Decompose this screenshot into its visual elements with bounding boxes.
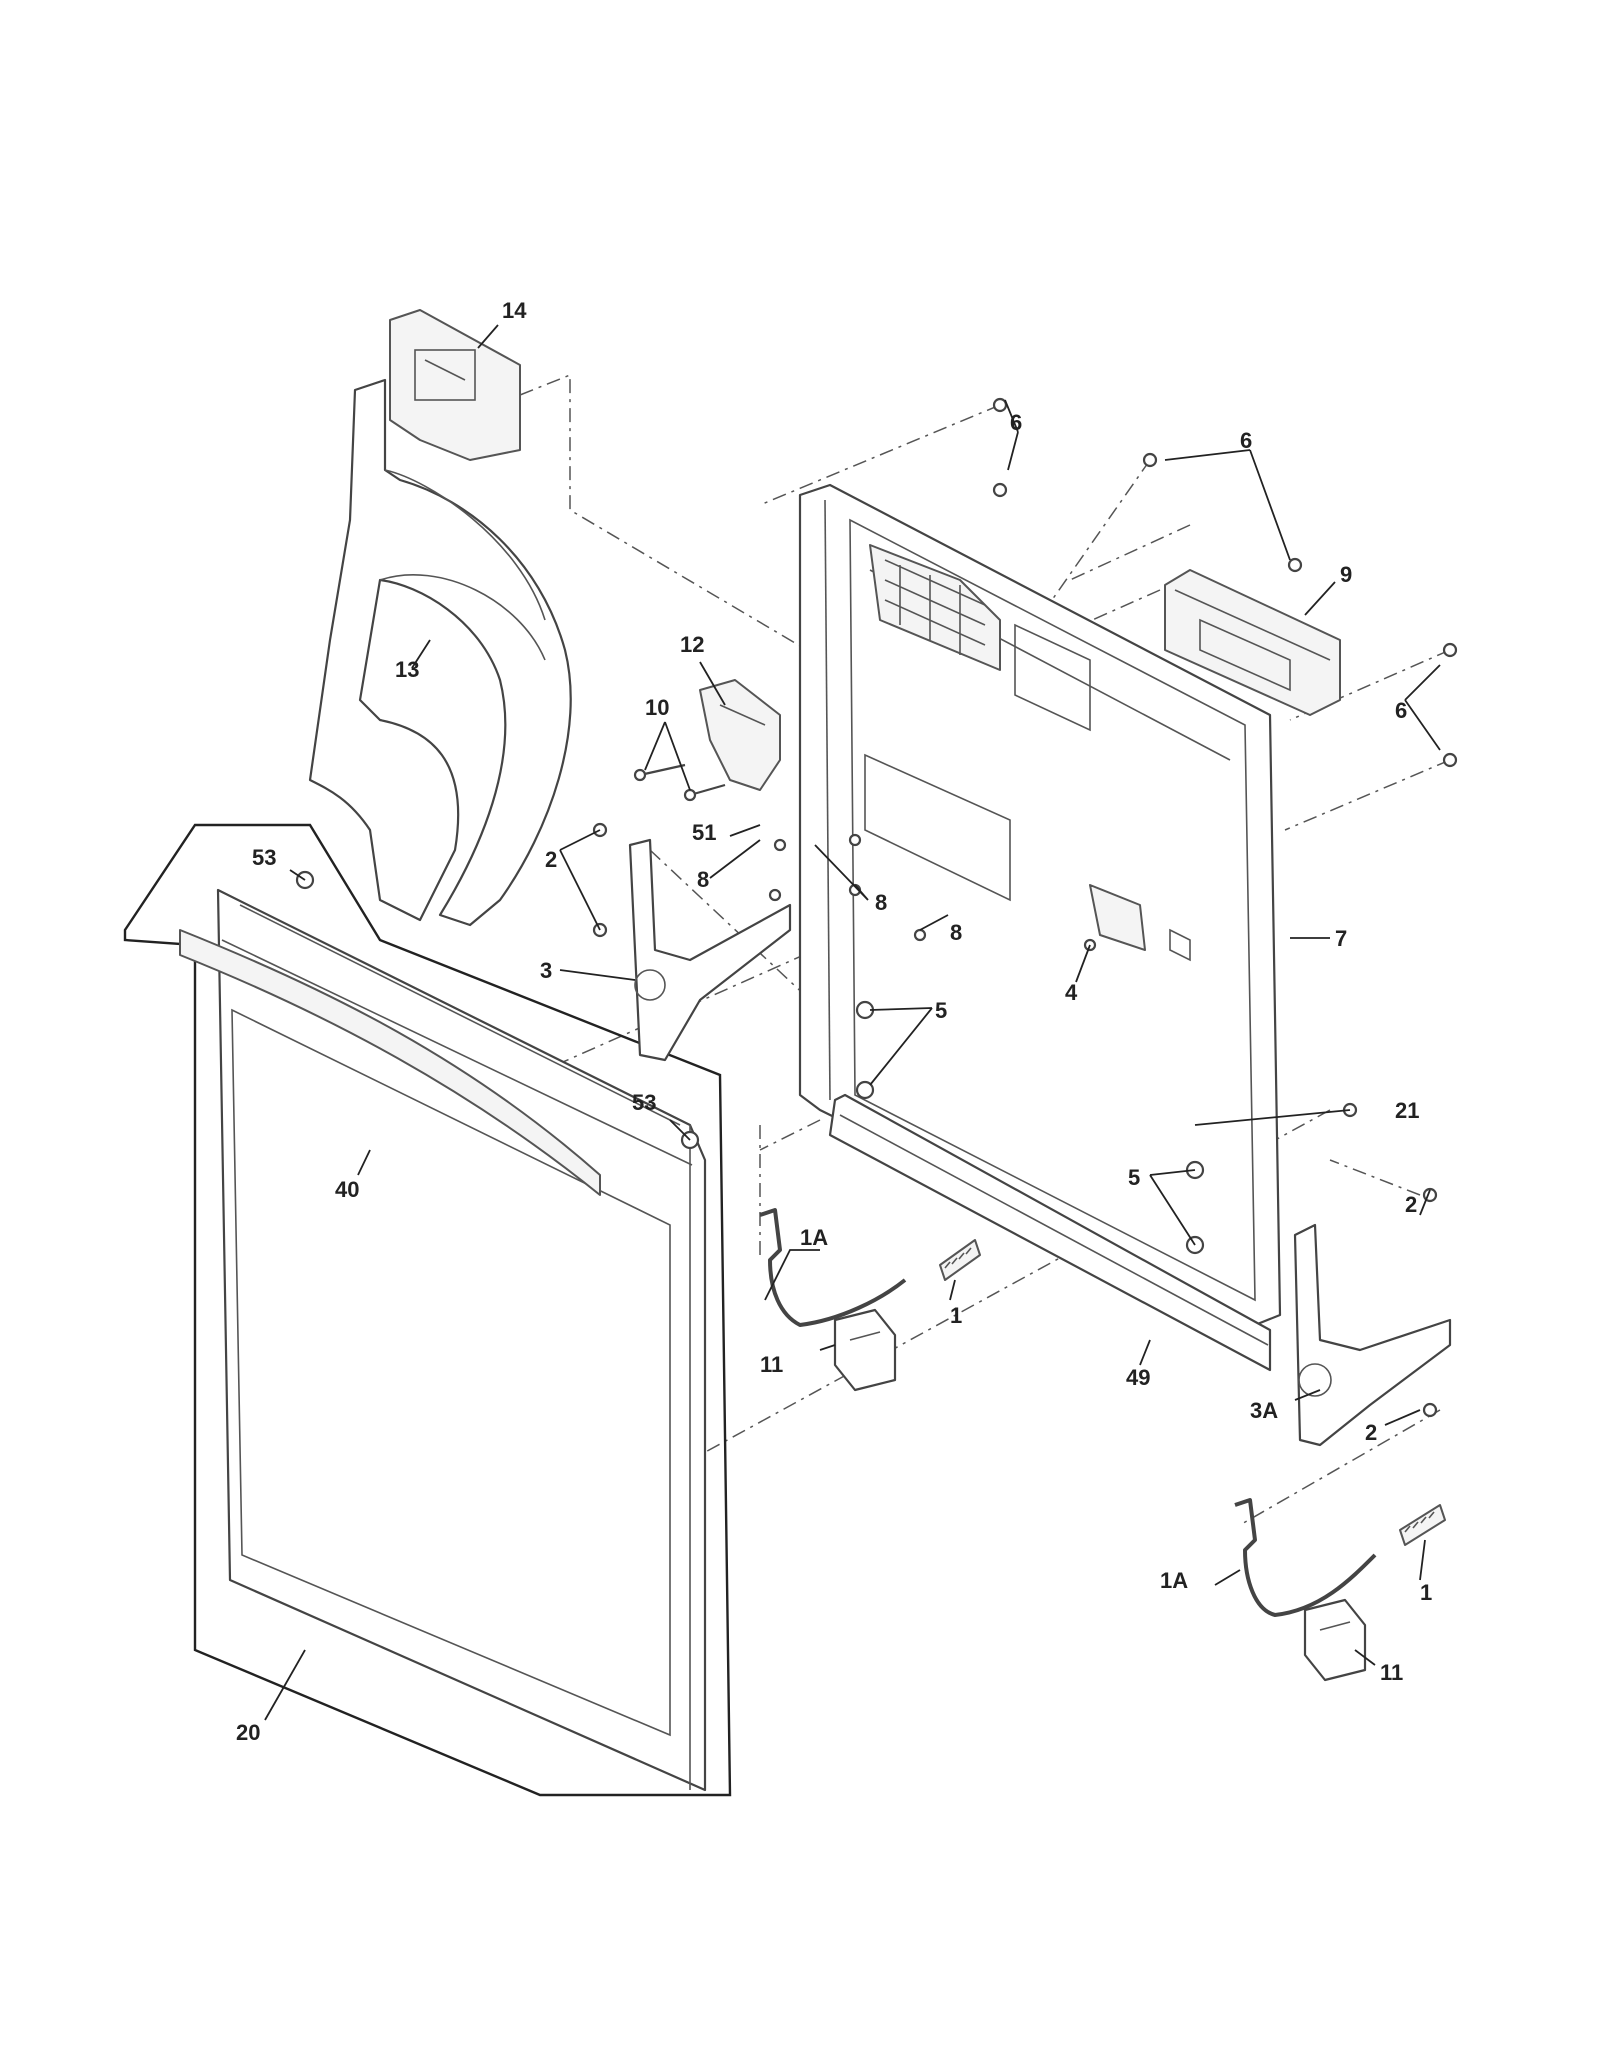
door-assembly-outline <box>123 823 732 1797</box>
callout-5a: 5 <box>935 998 947 1023</box>
callout-4: 4 <box>1065 980 1078 1005</box>
door-cable-left[interactable] <box>759 1208 907 1327</box>
callout-1A-left: 1A <box>800 1225 828 1250</box>
cable-clip-right[interactable] <box>1303 1598 1367 1682</box>
callout-49: 49 <box>1126 1365 1150 1390</box>
callout-3: 3 <box>540 958 552 983</box>
callout-13: 13 <box>395 657 419 682</box>
callout-5b: 5 <box>1128 1165 1140 1190</box>
control-panel[interactable] <box>1164 569 1341 716</box>
callout-51: 51 <box>692 820 716 845</box>
callout-7: 7 <box>1335 926 1347 951</box>
callout-12: 12 <box>680 632 704 657</box>
callout-11a: 11 <box>760 1352 783 1377</box>
latch-screws <box>633 763 726 802</box>
callout-11b: 11 <box>1380 1660 1403 1685</box>
air-duct[interactable] <box>308 378 572 927</box>
callout-2c: 2 <box>1365 1420 1377 1445</box>
callout-1A-right: 1A <box>1160 1568 1188 1593</box>
callout-53a: 53 <box>252 845 276 870</box>
callout-8b: 8 <box>875 890 887 915</box>
callout-3a: 3A <box>1250 1398 1278 1423</box>
screws <box>592 397 1458 1418</box>
vent-assembly[interactable] <box>389 309 521 461</box>
leader-lines <box>264 324 1441 1721</box>
callout-6b: 6 <box>1240 428 1252 453</box>
callout-40: 40 <box>335 1177 359 1202</box>
door-latch[interactable] <box>699 679 781 791</box>
callout-labels: 14 13 12 10 51 6 6 6 9 7 4 5 5 8 8 8 2 2… <box>236 298 1432 1745</box>
callout-20: 20 <box>236 1720 260 1745</box>
door-cable-right[interactable] <box>1234 1498 1377 1617</box>
callout-2b: 2 <box>1405 1192 1417 1217</box>
callout-1a: 1 <box>950 1303 962 1328</box>
door-spring-right[interactable] <box>1399 1504 1446 1546</box>
callout-10: 10 <box>645 695 669 720</box>
hinge-left[interactable] <box>628 838 792 1062</box>
bottom-trim[interactable] <box>828 1093 1272 1372</box>
callout-14: 14 <box>502 298 527 323</box>
callout-53b: 53 <box>632 1090 656 1115</box>
hinge-right[interactable] <box>1293 1223 1452 1447</box>
callout-9: 9 <box>1340 562 1352 587</box>
cable-clip-left[interactable] <box>833 1308 897 1392</box>
callout-8c: 8 <box>950 920 962 945</box>
outer-door-panel[interactable] <box>216 888 707 1792</box>
callout-6a: 6 <box>1010 410 1022 435</box>
callout-21: 21 <box>1395 1098 1419 1123</box>
callout-2a: 2 <box>545 847 557 872</box>
callout-6c: 6 <box>1395 698 1407 723</box>
door-spring-left[interactable] <box>939 1239 981 1281</box>
door-handle[interactable] <box>179 929 601 1196</box>
callout-8a: 8 <box>697 867 709 892</box>
callout-1b: 1 <box>1420 1580 1432 1605</box>
inner-door-panel[interactable] <box>798 483 1282 1327</box>
